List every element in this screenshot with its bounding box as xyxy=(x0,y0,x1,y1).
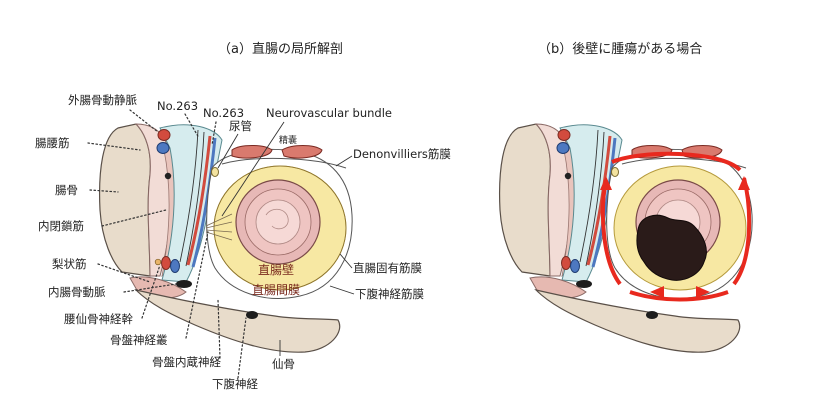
label-pelvic-plexus: 骨盤神経叢 xyxy=(110,333,168,347)
internal-iliac-dark-b xyxy=(576,280,592,288)
internal-iliac-dark xyxy=(176,280,192,288)
label-no263-b: No.263 xyxy=(203,106,244,120)
internal-iliac-vein-b xyxy=(591,137,617,268)
lower-artery xyxy=(161,256,171,270)
fascia-line-2 xyxy=(185,131,205,267)
label-external-iliac: 外腸骨動静脈 xyxy=(68,93,137,107)
dissection-arrow-left xyxy=(601,179,622,286)
external-iliac-artery xyxy=(157,129,171,141)
pelvic-plexus xyxy=(205,213,233,241)
fascia-line-1 xyxy=(179,129,199,263)
sacral-foramen-b xyxy=(646,311,658,319)
obturator-nerve-dot xyxy=(164,172,172,180)
denonvilliers-fascia xyxy=(221,157,347,169)
ilium-bone xyxy=(99,123,151,277)
arrowhead-4 xyxy=(696,286,710,298)
seminal-vesicle-label: 精嚢 xyxy=(279,134,297,146)
rectal-wall-label: 直腸壁 xyxy=(258,262,294,277)
lumen-fold xyxy=(265,208,289,230)
lower-vein xyxy=(170,259,180,273)
label-hypogastric-fascia: 下腹神経筋膜 xyxy=(355,287,424,301)
panel-a-diagram: 精嚢 直腸壁 直腸間膜 外腸骨動静脈 No.263 No.263 尿管 Neur… xyxy=(35,93,451,391)
ureter xyxy=(211,167,219,177)
ilium-bone-b xyxy=(499,123,551,277)
label-pelvic-splanchnic: 骨盤内蔵神経 xyxy=(152,355,221,369)
label-denonvilliers: Denonvilliers筋膜 xyxy=(353,147,451,161)
external-iliac-artery-b xyxy=(557,129,571,141)
ureter-b xyxy=(611,167,619,177)
mesorectum-label: 直腸間膜 xyxy=(252,283,300,297)
label-ilium: 腸骨 xyxy=(55,183,78,197)
panel-b-diagram xyxy=(499,123,753,353)
label-fascia-propria: 直腸固有筋膜 xyxy=(353,261,422,275)
rectal-lumen xyxy=(255,199,301,245)
sacrum-bone-b xyxy=(534,288,741,353)
label-iliopsoas: 腸腰筋 xyxy=(35,136,70,150)
internal-iliac-artery xyxy=(186,135,212,266)
sacrum-bone xyxy=(134,288,341,353)
sacral-foramen xyxy=(246,311,258,319)
label-internal-iliac: 内腸骨動脈 xyxy=(48,285,106,299)
external-iliac-vein xyxy=(156,142,170,154)
arrowhead-3 xyxy=(650,286,664,298)
lumbosacral-trunk-dot xyxy=(154,258,162,266)
lower-vein-b xyxy=(570,259,580,273)
label-obturator: 内閉鎖筋 xyxy=(38,219,84,233)
obturator-nerve-dot-b xyxy=(564,172,572,180)
panel-b-title: （b）後壁に腫瘍がある場合 xyxy=(538,41,702,57)
label-piriformis: 梨状筋 xyxy=(52,257,87,271)
arrowhead-1 xyxy=(600,176,612,190)
external-iliac-vein-b xyxy=(556,142,570,154)
label-lumbosacral: 腰仙骨神経幹 xyxy=(64,312,133,326)
panel-a-title: （a）直腸の局所解剖 xyxy=(218,42,343,57)
internal-iliac-vein xyxy=(191,137,217,268)
tumor xyxy=(636,214,707,281)
label-sacrum: 仙骨 xyxy=(272,357,295,371)
dissection-arrow-top xyxy=(611,151,742,172)
arrowhead-2 xyxy=(738,176,750,190)
lower-artery-b xyxy=(561,256,571,270)
label-hypogastric-nerve: 下腹神経 xyxy=(212,377,258,391)
label-ureter: 尿管 xyxy=(229,119,252,133)
fascia-propria xyxy=(213,165,347,291)
label-no263-a: No.263 xyxy=(157,99,198,113)
dissection-arrow-bottom xyxy=(629,290,729,302)
label-nvb: Neurovascular bundle xyxy=(266,106,392,120)
seminal-vesicle-right xyxy=(281,145,323,159)
